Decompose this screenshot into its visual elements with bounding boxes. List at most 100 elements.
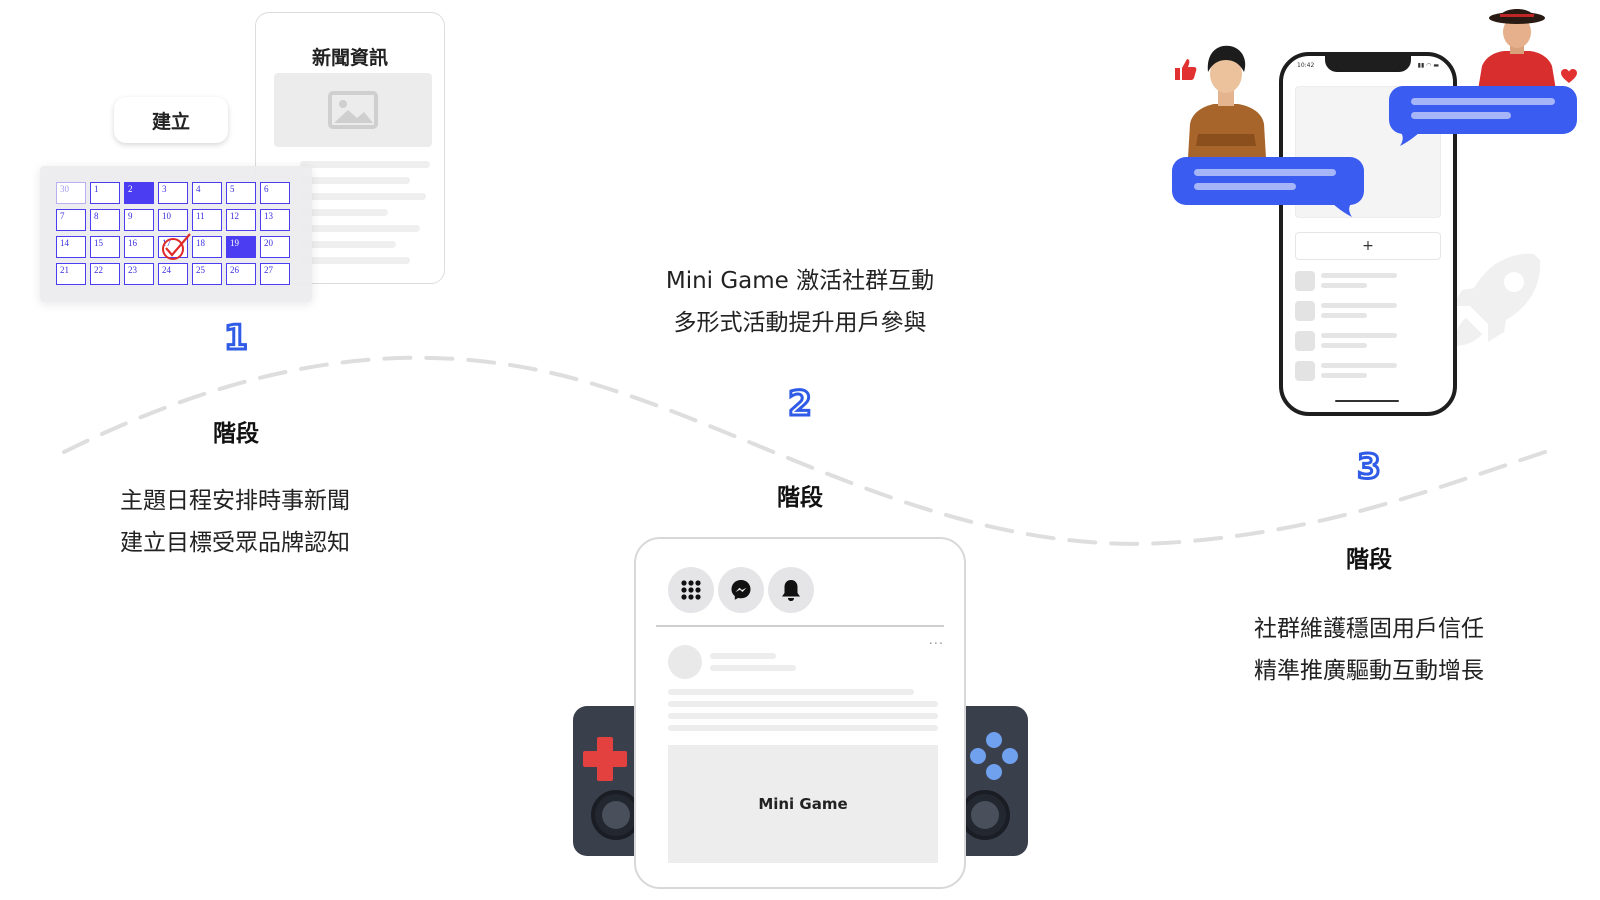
stage-3-desc-line-2: 精準推廣驅動互動增長 [1254, 658, 1484, 684]
stage-3-description: 社群維護穩固用戶信任 精準推廣驅動互動增長 [1214, 608, 1524, 692]
news-text-line [300, 161, 430, 168]
thumbs-up-icon [1175, 59, 1197, 80]
stage-2-number: 2 [787, 383, 814, 426]
calendar-day[interactable]: 19 [226, 236, 256, 258]
dpad-icon [597, 737, 613, 781]
image-placeholder-icon [274, 73, 432, 147]
controller-button-icon [986, 732, 1002, 748]
news-title: 新聞資訊 [311, 47, 388, 69]
user-icon [1295, 271, 1315, 291]
news-text-line [300, 209, 388, 216]
calendar-day[interactable]: 21 [56, 263, 86, 285]
stage-1-label: 階段 [213, 421, 259, 447]
messenger-icon [731, 580, 751, 600]
phone-notch [1325, 56, 1411, 72]
stage-2-desc-line-1: Mini Game 激活社群互動 [665, 268, 935, 294]
more-options-icon[interactable]: ··· [928, 637, 944, 652]
news-text-line [300, 193, 426, 200]
calendar-day[interactable]: 8 [90, 209, 120, 231]
list-item [1295, 298, 1441, 324]
calendar-day[interactable]: 6 [260, 182, 290, 204]
joystick-right [960, 790, 1010, 840]
phone-add-button[interactable]: + [1295, 232, 1441, 260]
stage-3-desc-line-1: 社群維護穩固用戶信任 [1254, 616, 1484, 642]
calendar-day[interactable]: 18 [192, 236, 222, 258]
phone-home-indicator [1335, 400, 1399, 402]
calendar-day[interactable]: 5 [226, 182, 256, 204]
chat-bubble-bottom [1172, 157, 1364, 205]
news-text-line [300, 177, 410, 184]
calendar-day[interactable]: 13 [260, 209, 290, 231]
controller-right [960, 706, 1028, 856]
list-item [1295, 358, 1441, 384]
phone-status-icons: ▮▮ ◠ ▬ [1417, 62, 1439, 69]
list-item [1295, 268, 1441, 294]
messenger-button[interactable] [718, 567, 764, 613]
stage-1-desc-line-2: 建立目標受眾品牌認知 [120, 530, 350, 556]
calendar-day[interactable]: 14 [56, 236, 86, 258]
stage-1-description: 主題日程安排時事新聞 建立目標受眾品牌認知 [80, 480, 390, 564]
calendar-day[interactable]: 2 [124, 182, 154, 204]
calendar-day[interactable]: 30 [56, 182, 86, 204]
grid-menu-button[interactable] [668, 567, 714, 613]
device-screen: ··· Mini Game [634, 537, 966, 889]
bell-icon [782, 580, 800, 601]
header-divider [656, 625, 944, 627]
calendar-day[interactable]: 12 [226, 209, 256, 231]
calendar-day[interactable]: 4 [192, 182, 222, 204]
calendar-day[interactable]: 20 [260, 236, 290, 258]
calendar-day[interactable]: 3 [158, 182, 188, 204]
phone-time: 10:42 [1297, 62, 1315, 69]
controller-button-icon [970, 748, 986, 764]
calendar-day[interactable]: 24 [158, 263, 188, 285]
news-text-line [300, 257, 410, 264]
avatar [668, 645, 702, 679]
user-icon [1295, 331, 1315, 351]
list-item [1295, 328, 1441, 354]
mini-game-panel[interactable]: Mini Game [668, 745, 938, 863]
calendar-day[interactable]: 15 [90, 236, 120, 258]
calendar-day[interactable]: 9 [124, 209, 154, 231]
calendar-day[interactable]: 25 [192, 263, 222, 285]
check-circle-icon [162, 233, 191, 260]
chat-bubble-tail [1398, 130, 1422, 146]
calendar-day[interactable]: 26 [226, 263, 256, 285]
user-icon [1295, 361, 1315, 381]
chat-bubble-top [1389, 86, 1577, 134]
calendar-day[interactable]: 7 [56, 209, 86, 231]
rocket-icon [1452, 253, 1541, 346]
stage-1-number: 1 [223, 317, 250, 360]
calendar-day[interactable]: 17 [158, 233, 191, 260]
calendar-day[interactable]: 1 [90, 182, 120, 204]
calendar-day[interactable]: 23 [124, 263, 154, 285]
post-meta-line [710, 653, 776, 659]
controller-button-icon [986, 764, 1002, 780]
stage-3-number: 3 [1356, 446, 1383, 489]
chat-bubble-tail [1330, 201, 1354, 217]
post-text-line [668, 701, 938, 707]
controller-left [573, 706, 641, 856]
stage-1-desc-line-1: 主題日程安排時事新聞 [120, 488, 350, 514]
stage-2-label: 階段 [777, 485, 823, 511]
news-text-line [300, 241, 396, 248]
post-text-line [668, 689, 914, 695]
post-meta-line [710, 665, 796, 671]
stage-3-label: 階段 [1346, 547, 1392, 573]
news-card: 新聞資訊 [255, 12, 445, 284]
stage-2-description: Mini Game 激活社群互動 多形式活動提升用戶參與 [630, 260, 970, 344]
create-button[interactable]: 建立 [114, 97, 228, 143]
user-icon [1295, 301, 1315, 321]
calendar-day[interactable]: 10 [158, 209, 188, 231]
notification-button[interactable] [768, 567, 814, 613]
calendar-day[interactable]: 22 [90, 263, 120, 285]
calendar-day[interactable]: 16 [124, 236, 154, 258]
calendar-day[interactable]: 11 [192, 209, 222, 231]
person-man-icon [1188, 45, 1266, 158]
post-text-line [668, 725, 938, 731]
calendar-day[interactable]: 27 [260, 263, 290, 285]
news-text-line [300, 225, 420, 232]
heart-icon [1561, 69, 1577, 83]
